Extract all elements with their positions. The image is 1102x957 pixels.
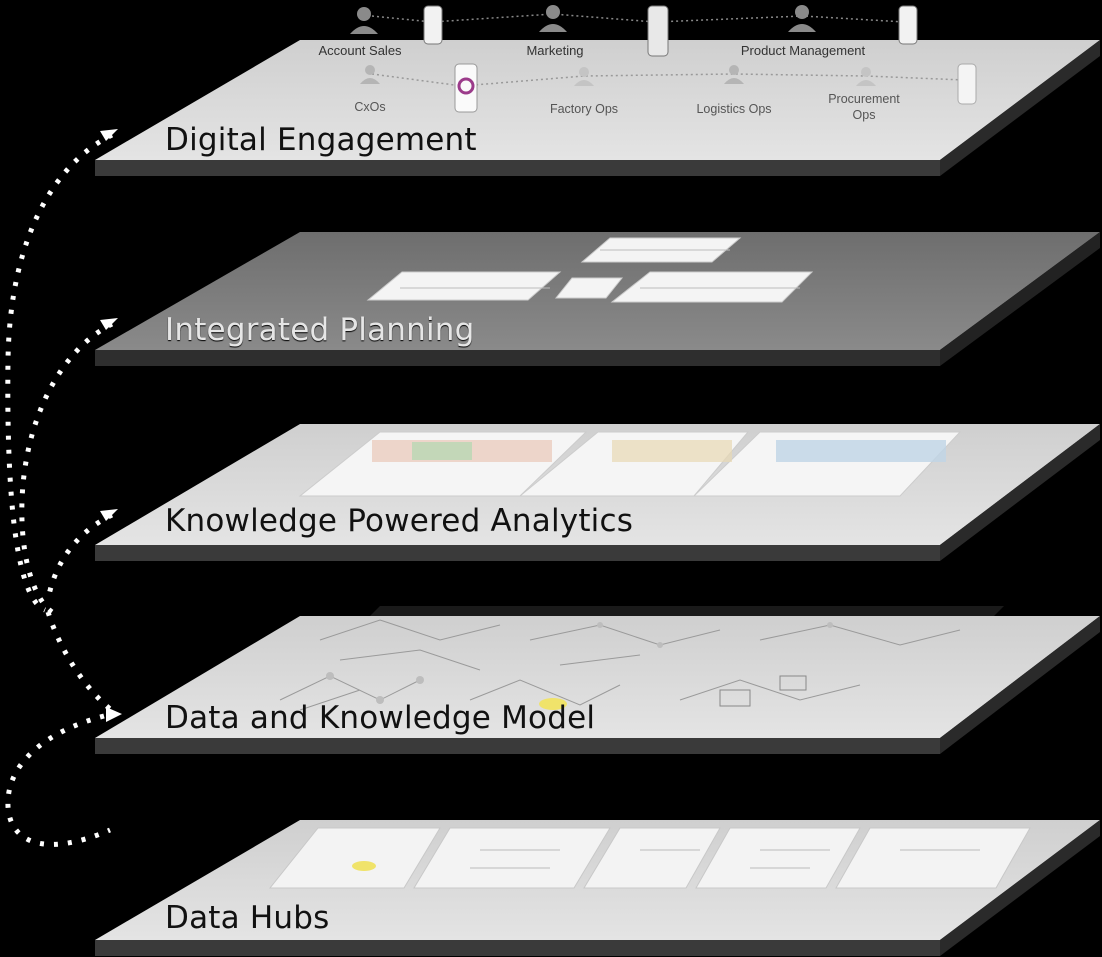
person-icon [574,67,594,86]
phone-icon [454,63,478,113]
dotted-connector-arrows [5,132,117,847]
phone-icon [957,63,977,105]
phone-icon [647,5,669,57]
person-icon [724,65,744,84]
arrow-from-data-hubs [5,713,111,847]
person-icon [360,65,380,84]
role-product-management: Product Management [740,43,866,58]
phone-icon [898,5,918,45]
arrow-to-data-model [45,611,117,715]
arrow-to-integrated-planning [19,321,114,615]
layer-title-knowledge-powered-analytics: Knowledge Powered Analytics [165,503,634,539]
role-marketing: Marketing [526,43,584,58]
role-procurement: Procurement [828,92,900,106]
layer-knowledge-powered-analytics [95,424,1100,561]
layer-data-and-knowledge-model [95,606,1100,754]
layer-data-hubs [95,820,1100,956]
role-cxos: CxOs [354,100,386,114]
layer-title-data-and-knowledge-model: Data and Knowledge Model [165,700,596,736]
arrowhead-icon [100,318,118,330]
highlight-node [352,861,376,871]
person-icon [856,67,876,86]
person-icon [350,7,378,34]
layer-digital-engagement [95,5,1100,176]
layer-title-integrated-planning: Integrated Planning [165,312,475,348]
layer-integrated-planning [95,232,1100,366]
person-icon [539,5,567,32]
app-logo-icon [457,77,475,95]
arrowhead-icon [100,129,118,141]
phone-icon [423,5,443,45]
layer-title-digital-engagement: Digital Engagement [165,122,477,158]
highlight-node [539,698,567,710]
role-procurement-ops: Ops [852,108,876,122]
role-logistics-ops: Logistics Ops [696,102,772,116]
role-account-sales: Account Sales [318,43,402,58]
role-factory-ops: Factory Ops [549,102,619,116]
layer-title-data-hubs: Data Hubs [165,900,330,936]
arrowhead-icon [106,707,122,722]
person-icon [788,5,816,32]
arrowhead-icon [100,509,118,521]
